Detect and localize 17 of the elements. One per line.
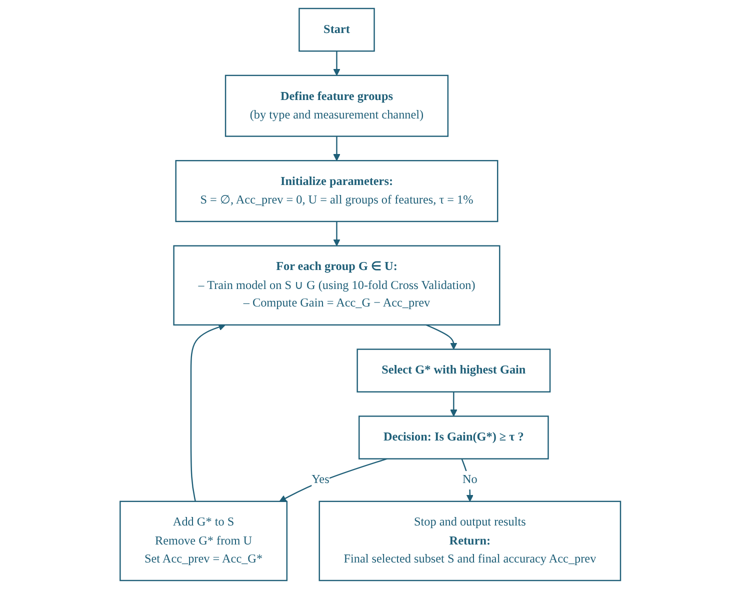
arrow <box>426 324 457 350</box>
edge-label: Yes <box>311 473 329 486</box>
node-box: Select G* with highest Gain <box>356 348 550 392</box>
arrow <box>190 324 226 502</box>
node-box: Define feature groups (by type and measurement channel) <box>224 74 448 137</box>
arrow <box>450 392 457 417</box>
node-box: Decision: Is Gain(G*) ≥ τ ? <box>358 416 548 460</box>
arrow <box>332 221 340 246</box>
arrow <box>278 458 387 502</box>
edge-label: No <box>462 473 478 486</box>
node-box: Add G* to S Remove G* from U Set Acc_prev = Acc_G* <box>119 500 288 582</box>
node-box: Initialize parameters: S = ∅, Acc_prev = 0, U = all groups of features, τ = 1% <box>174 160 498 222</box>
arrow <box>332 136 340 161</box>
node-box: For each group G ∈ U: – Train model on S ∪ G (using 10-fold Cross Validation) – Compute Gain = Acc_G − Acc_prev <box>172 245 500 326</box>
node-box: Start <box>298 8 375 52</box>
arrow <box>332 51 340 76</box>
node-box: Stop and output results Return: Final selected subset S and final accuracy Acc_prev <box>318 500 621 582</box>
